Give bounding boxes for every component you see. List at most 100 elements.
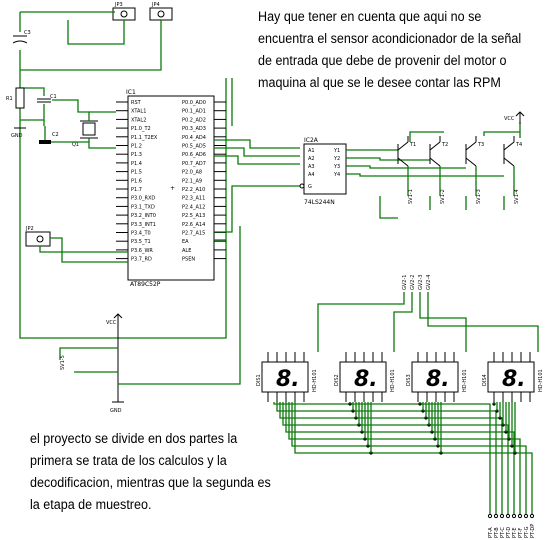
segment-wire bbox=[276, 402, 497, 514]
ic1-label: IC1 bbox=[126, 89, 136, 96]
ic1-pin-label: P2.1_A9 bbox=[182, 178, 202, 184]
ic2-pin-label: Y2 bbox=[333, 156, 340, 162]
display-digit: 8. bbox=[502, 367, 526, 392]
ic2-pin-label: Y1 bbox=[333, 148, 340, 154]
segment-label: PT-C bbox=[500, 527, 506, 538]
sv-label: SV1-2 bbox=[440, 189, 446, 204]
segment-wire bbox=[279, 402, 503, 514]
sv-label: SV1-3 bbox=[476, 189, 482, 204]
segment-label: PT-E bbox=[512, 527, 518, 538]
note-top-text: Hay que tener en cuenta que aqui no se e… bbox=[258, 9, 522, 90]
ic1-pin-label: PSEN bbox=[182, 257, 195, 263]
ic1-pin-label: P2.7_A15 bbox=[182, 231, 205, 237]
ic1-pin-label: P1.4 bbox=[131, 161, 142, 167]
ground-symbol-left: GND bbox=[11, 127, 26, 139]
gnd-label-mid: GND bbox=[110, 408, 122, 414]
display-part-label: HD-H101 bbox=[462, 369, 468, 392]
segment-bus bbox=[273, 402, 535, 519]
ic2-pin-label: Y3 bbox=[333, 164, 340, 170]
vcc-gnd-middle: VCC GND bbox=[59, 226, 241, 414]
bus-label: GV2-2 bbox=[410, 275, 416, 290]
display-label: DIS4 bbox=[482, 374, 488, 386]
jp2-label: JP2 bbox=[25, 226, 34, 232]
ic1-pin-label: P3.2_INT0 bbox=[131, 213, 156, 219]
ic1-pin-label: EA bbox=[182, 239, 189, 245]
q1-label: Q1 bbox=[72, 142, 79, 148]
terminal-dot bbox=[517, 513, 523, 519]
transistor-label: T2 bbox=[441, 142, 448, 148]
transistor-label: T1 bbox=[409, 142, 416, 148]
ic2-pin-label: A2 bbox=[308, 156, 315, 162]
ic1-pin-label: P1.6 bbox=[131, 178, 142, 184]
sv-label: SV1-5 bbox=[60, 355, 66, 370]
ic2-part-label: 74LS244N bbox=[304, 199, 335, 206]
ic1-pin-label: P0.1_AD1 bbox=[182, 109, 206, 115]
ic1-pin-label: P2.5_A13 bbox=[182, 213, 205, 219]
ic1-pin-label: P2.0_A8 bbox=[182, 170, 202, 176]
ic1-pin-label: P0.0_AD0 bbox=[182, 100, 206, 106]
gnd-label-left: GND bbox=[11, 133, 23, 139]
segment-wire bbox=[288, 402, 521, 514]
display-label: DIS3 bbox=[406, 374, 412, 386]
capacitor-c1: C1 bbox=[37, 94, 57, 103]
jp4-label: JP4 bbox=[151, 2, 160, 8]
ic1-pin-label: P1.5 bbox=[131, 170, 142, 176]
ic1-pin-label: P0.2_AD2 bbox=[182, 117, 206, 123]
ic1-pin-label: P0.7_AD7 bbox=[182, 161, 206, 167]
bus-label: GV2-3 bbox=[418, 275, 424, 290]
ic1-pin-label: P3.1_TXD bbox=[131, 204, 155, 210]
ic1-microcontroller: IC1 AT89C52P + RSTXTAL1XTAL2P1.0_T2P1.1_… bbox=[116, 89, 226, 288]
display-label: DIS1 bbox=[256, 374, 262, 386]
ic1-pin-label: P3.6_WR bbox=[131, 248, 153, 254]
jp3-label: JP3 bbox=[114, 2, 123, 8]
display-digit: 8. bbox=[354, 367, 378, 392]
ic1-pin-label: P2.6_A14 bbox=[182, 222, 205, 228]
terminal-dot bbox=[499, 513, 505, 519]
ic1-pin-label: P1.7 bbox=[131, 187, 142, 193]
r1-label: R1 bbox=[6, 96, 13, 102]
ic1-pin-label: P0.4_AD4 bbox=[182, 135, 206, 141]
segment-label: PT-DP bbox=[530, 524, 536, 538]
vcc-label-mid: VCC bbox=[106, 320, 117, 326]
jumper-jp2: JP2 bbox=[25, 226, 128, 263]
ic2-pin-label: A4 bbox=[308, 172, 315, 178]
ic1-pin-label: P2.4_A12 bbox=[182, 204, 205, 210]
vcc-arrow-right: VCC bbox=[504, 111, 525, 124]
c2-label: C2 bbox=[52, 132, 59, 138]
bus-label: GV2-4 bbox=[426, 275, 432, 290]
ic1-pin-label: P3.0_RXD bbox=[131, 196, 155, 202]
bus-label: GV2-1 bbox=[402, 275, 408, 290]
terminal-dot bbox=[529, 513, 535, 519]
ic1-right-pins: P0.0_AD0P0.1_AD1P0.2_AD2P0.3_AD3P0.4_AD4… bbox=[182, 100, 226, 263]
ic1-center-mark: + bbox=[170, 185, 175, 192]
terminal-dot bbox=[487, 513, 493, 519]
ic1-pin-label: P1.1_T2EX bbox=[131, 135, 158, 141]
ic1-pin-label: XTAL1 bbox=[131, 109, 146, 115]
ic1-pin-label: P3.7_RD bbox=[131, 257, 152, 263]
ic1-pin-label: P0.5_AD5 bbox=[182, 144, 206, 150]
ic1-left-pins: RSTXTAL1XTAL2P1.0_T2P1.1_T2EXP1.2P1.3P1.… bbox=[116, 100, 158, 263]
display-top-bus bbox=[317, 292, 539, 352]
jumper-jp4: JP4 bbox=[149, 2, 173, 21]
ic1-pin-label: ALE bbox=[182, 248, 191, 254]
vcc-arrow-ic1 bbox=[214, 78, 300, 241]
ic1-pin-label: P0.3_AD3 bbox=[182, 126, 206, 132]
vcc-label-right: VCC bbox=[504, 116, 515, 122]
c3-label: C3 bbox=[24, 30, 31, 36]
segment-wire bbox=[294, 402, 533, 514]
ic2-label: IC2A bbox=[304, 137, 319, 144]
sv-label: SV1-4 bbox=[514, 189, 520, 204]
segment-label: PT-D bbox=[506, 527, 512, 538]
